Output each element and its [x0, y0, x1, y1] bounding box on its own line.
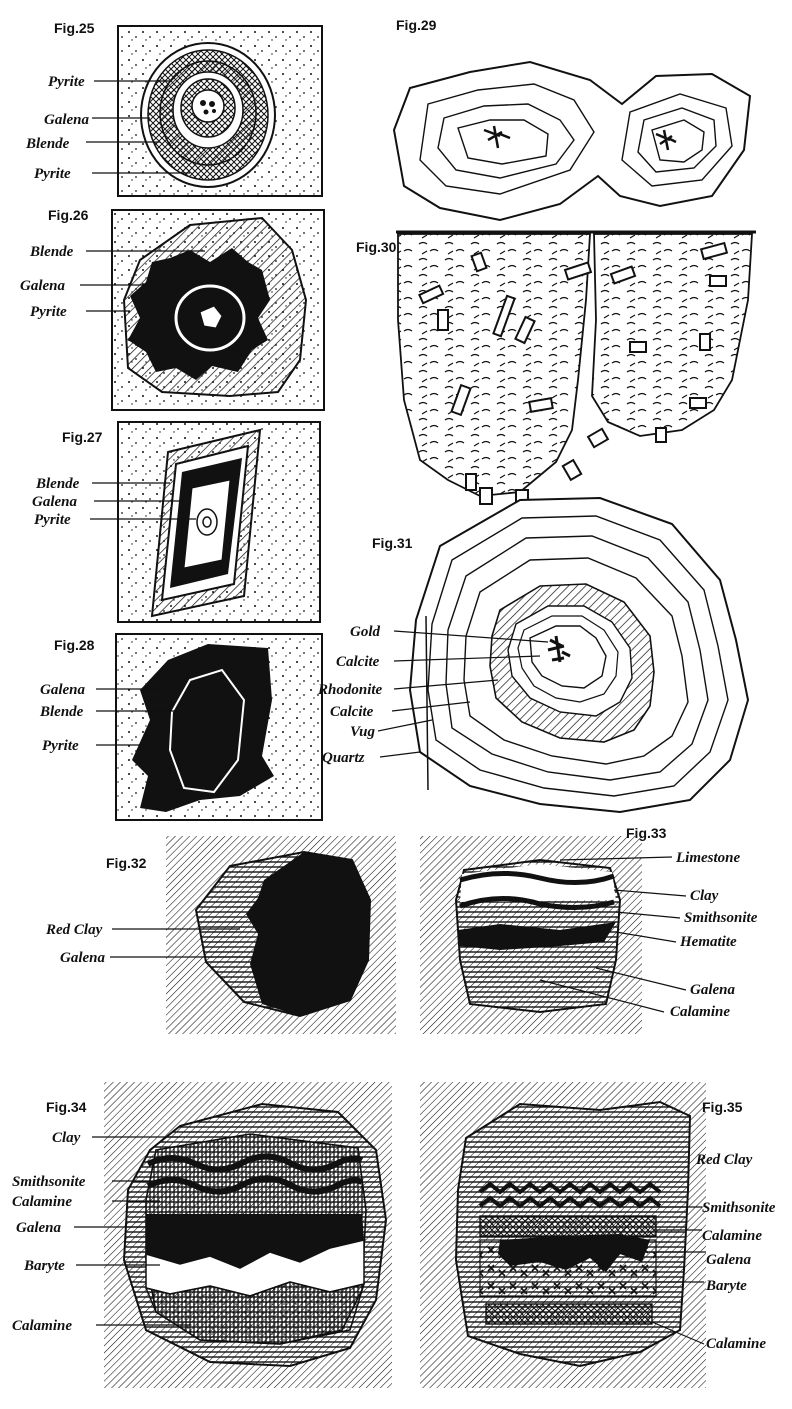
- figure-number: Fig.26: [48, 207, 89, 223]
- figure-26: Fig.26 Blende Galena Pyrite: [20, 207, 324, 410]
- label-blende: Blende: [29, 244, 74, 260]
- label-pyrite: Pyrite: [30, 304, 67, 320]
- figure-28: Fig.28 Galena Blende Pyrite: [39, 634, 322, 820]
- label-pyrite: Pyrite: [34, 512, 71, 528]
- label-blende: Blende: [39, 704, 84, 720]
- label-baryte: Baryte: [705, 1278, 747, 1294]
- label-smithsonite: Smithsonite: [12, 1174, 86, 1190]
- label-calcite: Calcite: [336, 654, 380, 670]
- label-galena: Galena: [690, 982, 736, 998]
- figure-25: Fig.25 Pyrite Galena Blende Pyrite: [25, 20, 322, 196]
- label-calamine: Calamine: [670, 1004, 730, 1020]
- label-red-clay: Red Clay: [45, 922, 103, 938]
- label-pyrite: Pyrite: [48, 74, 85, 90]
- vein-outline: [394, 62, 750, 220]
- label-galena: Galena: [32, 494, 78, 510]
- label-quartz: Quartz: [322, 750, 365, 766]
- label-calamine-2: Calamine: [706, 1336, 766, 1352]
- label-smithsonite: Smithsonite: [702, 1200, 776, 1216]
- calamine-band: [480, 1216, 656, 1236]
- figure-number: Fig.33: [626, 825, 667, 841]
- figure-30: Fig.30: [356, 232, 756, 506]
- label-hematite: Hematite: [679, 934, 737, 950]
- label-clay: Clay: [52, 1130, 81, 1146]
- figure-31: Fig.31 Gold Calcite Rhodonite Calcite Vu…: [317, 498, 748, 812]
- label-pyrite-2: Pyrite: [34, 166, 71, 182]
- label-limestone: Limestone: [675, 850, 741, 866]
- label-pyrite: Pyrite: [42, 738, 79, 754]
- label-galena: Galena: [60, 950, 106, 966]
- figure-number: Fig.31: [372, 535, 413, 551]
- label-galena: Galena: [40, 682, 86, 698]
- label-blende: Blende: [35, 476, 80, 492]
- figure-34: Fig.34 Clay Smithsonite Calamine Galena …: [12, 1082, 392, 1388]
- figure-number: Fig.25: [54, 20, 95, 36]
- figure-35: Fig.35 Red Clay Smithsonite Calamine Gal…: [420, 1082, 776, 1388]
- label-galena: Galena: [44, 112, 90, 128]
- label-calcite-2: Calcite: [330, 704, 374, 720]
- figure-number: Fig.30: [356, 239, 397, 255]
- figure-32: Fig.32 Red Clay Galena: [45, 836, 396, 1034]
- label-red-clay: Red Clay: [695, 1152, 753, 1168]
- pyrite-core: [194, 708, 218, 752]
- label-blende: Blende: [25, 136, 70, 152]
- label-calamine: Calamine: [12, 1194, 72, 1210]
- label-vug: Vug: [350, 724, 376, 740]
- label-gold: Gold: [350, 624, 381, 640]
- label-baryte: Baryte: [23, 1258, 65, 1274]
- figure-27: Fig.27 Blende Galena Pyrite: [32, 422, 320, 622]
- figure-29: Fig.29: [394, 17, 750, 220]
- label-smithsonite: Smithsonite: [684, 910, 758, 926]
- label-galena: Galena: [16, 1220, 62, 1236]
- figure-number: Fig.32: [106, 855, 147, 871]
- calamine-lower: [486, 1304, 652, 1324]
- crust-right: [592, 234, 752, 436]
- figure-number: Fig.27: [62, 429, 103, 445]
- label-clay: Clay: [690, 888, 719, 904]
- figure-number: Fig.28: [54, 637, 95, 653]
- label-calamine: Calamine: [702, 1228, 762, 1244]
- label-galena: Galena: [706, 1252, 752, 1268]
- figure-number: Fig.35: [702, 1099, 743, 1115]
- crust-left: [398, 234, 590, 496]
- label-calamine-2: Calamine: [12, 1318, 72, 1334]
- label-galena: Galena: [20, 278, 66, 294]
- figure-number: Fig.34: [46, 1099, 87, 1115]
- figure-number: Fig.29: [396, 17, 437, 33]
- figure-33: Fig.33 Limestone Clay Smithsonite Hemati…: [420, 825, 758, 1034]
- core: [192, 90, 224, 122]
- label-rhodonite: Rhodonite: [317, 682, 383, 698]
